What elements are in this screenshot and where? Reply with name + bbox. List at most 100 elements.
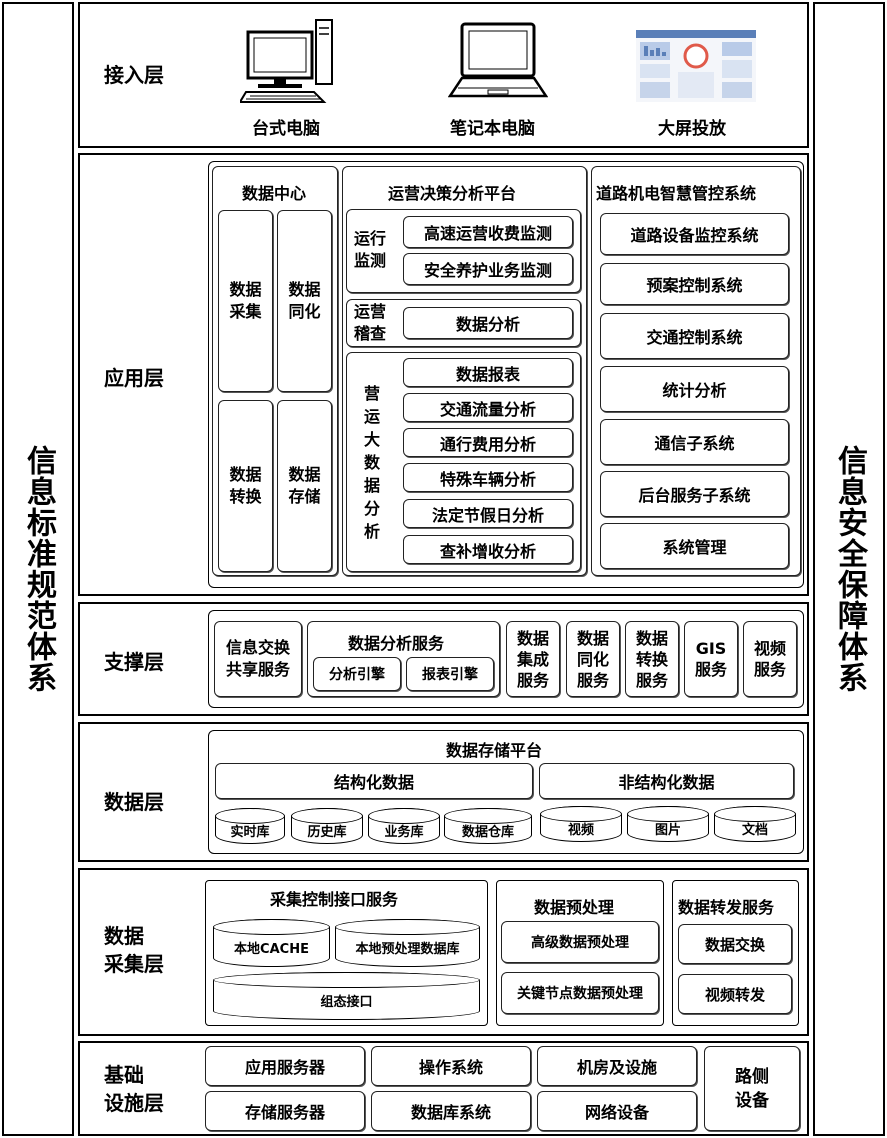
video-service-text: 视频 服务 — [753, 639, 786, 679]
config-interface-text: 组态接口 — [320, 994, 373, 1010]
support-layer-label: 支撑层 — [104, 650, 164, 674]
database-system-text: 数据库系统 — [410, 1103, 491, 1122]
keynode-preprocess-box: 关键节点数据预处理 — [501, 972, 659, 1014]
analysis-item-6: 查补增收分析 — [403, 535, 573, 564]
audit-label: 运营 稽查 — [354, 302, 387, 343]
advanced-preprocess-box: 高级数据预处理 — [501, 921, 659, 963]
application-layer-label: 应用层 — [104, 366, 164, 390]
image-db: 图片 — [627, 806, 709, 842]
collection-layer-label: 数据 采集层 — [104, 924, 164, 976]
analysis-service-title: 数据分析服务 — [348, 634, 445, 653]
data-exchange-box: 数据交换 — [678, 924, 792, 964]
analysis-item-3-text: 通行费用分析 — [439, 434, 536, 454]
server-room-text: 机房及设施 — [576, 1058, 657, 1077]
access-layer-label: 接入层 — [104, 63, 164, 87]
ops-platform-title: 运营决策分析平台 — [388, 184, 517, 203]
analysis-item-5-text: 法定节假日分析 — [431, 505, 544, 525]
road-item-1-text: 道路设备监控系统 — [630, 226, 759, 245]
road-item-1: 道路设备监控系统 — [600, 213, 789, 255]
data-convert-box: 数据 转换 — [218, 400, 273, 572]
video-service-box: 视频 服务 — [743, 621, 797, 697]
network-device-text: 网络设备 — [584, 1103, 649, 1122]
monitor-item-1-text: 高速运营收费监测 — [423, 224, 552, 243]
unstructured-data-box: 非结构化数据 — [539, 763, 794, 799]
app-server-box: 应用服务器 — [205, 1046, 365, 1086]
road-item-2: 预案控制系统 — [600, 263, 789, 305]
audit-item-text: 数据分析 — [455, 315, 520, 334]
warehouse-db: 数据仓库 — [444, 808, 532, 844]
storage-server-box: 存储服务器 — [205, 1091, 365, 1131]
history-db: 历史库 — [291, 808, 363, 844]
laptop-label: 笔记本电脑 — [450, 119, 535, 139]
roadside-device-text: 路侧 设备 — [735, 1066, 769, 1111]
data-store-text: 数据 存储 — [288, 465, 321, 506]
road-item-7-text: 系统管理 — [662, 538, 727, 557]
business-db: 业务库 — [368, 808, 440, 844]
business-db-text: 业务库 — [384, 824, 424, 840]
dashboard-screen-icon — [636, 30, 756, 102]
data-center-title: 数据中心 — [242, 184, 307, 203]
unstructured-data-text: 非结构化数据 — [618, 773, 715, 792]
advanced-preprocess-text: 高级数据预处理 — [531, 935, 629, 951]
analysis-item-4: 特殊车辆分析 — [403, 463, 573, 492]
exchange-service-box: 信息交换 共享服务 — [214, 621, 302, 697]
data-convert-text: 数据 转换 — [229, 465, 262, 506]
gis-service-text: GIS 服务 — [694, 639, 727, 679]
road-item-6: 后台服务子系统 — [600, 471, 789, 517]
analysis-item-4-text: 特殊车辆分析 — [439, 469, 536, 489]
road-item-6-text: 后台服务子系统 — [638, 486, 751, 505]
os-text: 操作系统 — [418, 1058, 483, 1077]
warehouse-db-text: 数据仓库 — [461, 824, 514, 840]
history-db-text: 历史库 — [307, 824, 347, 840]
storage-platform-title: 数据存储平台 — [446, 741, 543, 760]
convert-service-box: 数据 转换 服务 — [625, 621, 679, 697]
preprocess-title: 数据预处理 — [534, 898, 615, 917]
video-db: 视频 — [540, 806, 622, 842]
local-cache-db: 本地CACHE — [213, 919, 330, 967]
network-device-box: 网络设备 — [537, 1091, 697, 1131]
video-forward-box: 视频转发 — [678, 974, 792, 1014]
analysis-item-2-text: 交通流量分析 — [439, 399, 536, 419]
data-layer-label: 数据层 — [104, 790, 164, 814]
database-system-box: 数据库系统 — [371, 1091, 531, 1131]
monitor-item-1: 高速运营收费监测 — [403, 216, 573, 248]
video-db-text: 视频 — [567, 822, 594, 838]
right-side-panel: 信息安全保障体系 — [813, 2, 885, 1136]
data-exchange-text: 数据交换 — [704, 935, 765, 954]
data-store-box: 数据 存储 — [277, 400, 332, 572]
laptop-icon — [448, 22, 548, 98]
local-preprocess-db: 本地预处理数据库 — [335, 919, 480, 967]
analysis-engine-text: 分析引擎 — [329, 667, 385, 683]
infrastructure-layer-label: 基础 设施层 — [104, 1063, 164, 1115]
sync-service-box: 数据 同化 服务 — [566, 621, 620, 697]
monitor-item-2: 安全养护业务监测 — [403, 253, 573, 285]
road-item-4: 统计分析 — [600, 366, 789, 412]
screen-label: 大屏投放 — [658, 119, 726, 139]
left-side-panel: 信息标准规范体系 — [2, 2, 74, 1136]
keynode-preprocess-text: 关键节点数据预处理 — [517, 986, 643, 1002]
analysis-item-5: 法定节假日分析 — [403, 499, 573, 528]
integration-service-text: 数据 集成 服务 — [516, 628, 549, 690]
integration-service-box: 数据 集成 服务 — [506, 621, 560, 697]
data-collect-text: 数据 采集 — [229, 280, 262, 321]
os-box: 操作系统 — [371, 1046, 531, 1086]
structured-data-text: 结构化数据 — [333, 773, 414, 792]
realtime-db-text: 实时库 — [230, 824, 270, 840]
forward-title: 数据转发服务 — [678, 898, 775, 917]
local-preprocess-text: 本地预处理数据库 — [355, 941, 460, 957]
server-room-box: 机房及设施 — [537, 1046, 697, 1086]
image-db-text: 图片 — [654, 822, 681, 838]
storage-server-text: 存储服务器 — [244, 1103, 325, 1122]
analysis-engine-box: 分析引擎 — [313, 657, 401, 691]
analysis-item-3: 通行费用分析 — [403, 428, 573, 457]
left-side-title: 信息标准规范体系 — [21, 445, 56, 693]
road-item-3: 交通控制系统 — [600, 313, 789, 359]
data-sync-text: 数据 同化 — [288, 280, 321, 321]
roadside-device-box: 路侧 设备 — [704, 1046, 800, 1131]
right-side-title: 信息安全保障体系 — [832, 445, 867, 693]
collect-control-title: 采集控制接口服务 — [270, 890, 399, 909]
analysis-item-2: 交通流量分析 — [403, 393, 573, 422]
local-cache-text: 本地CACHE — [234, 941, 309, 957]
analysis-item-1: 数据报表 — [403, 358, 573, 387]
data-collect-box: 数据 采集 — [218, 210, 273, 392]
